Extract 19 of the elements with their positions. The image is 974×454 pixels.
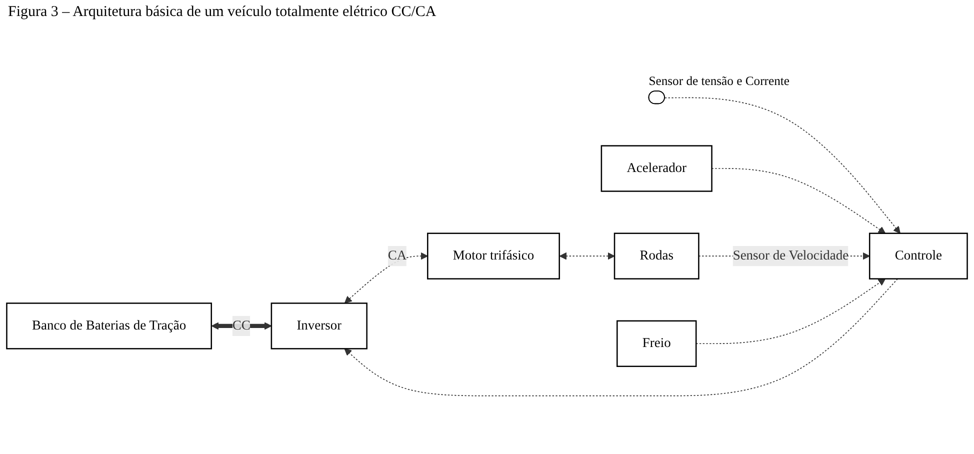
arrow <box>211 322 272 330</box>
arrow <box>559 252 615 260</box>
node-box: Acelerador <box>600 145 712 192</box>
edge-label: Sensor de Velocidade <box>732 248 849 263</box>
node-box: Freio <box>616 320 697 367</box>
arrow <box>344 252 428 304</box>
node-box: Controle <box>868 232 968 280</box>
node-box: Motor trifásico <box>427 232 560 280</box>
edge-label: CA <box>388 248 407 263</box>
edge-label: CC <box>232 318 250 333</box>
arrow <box>664 97 900 234</box>
arrow <box>696 278 886 344</box>
arrow <box>711 168 886 234</box>
sensor-caption: Sensor de tensão e Corrente <box>648 74 790 88</box>
node-box: Rodas <box>614 232 700 280</box>
node-box: Banco de Baterias de Tração <box>6 302 212 350</box>
figure-title: Figura 3 – Arquitetura básica de um veículo totalmente elétrico CC/CA <box>8 4 438 21</box>
arrow <box>344 278 898 396</box>
node-box: Inversor <box>270 302 368 350</box>
